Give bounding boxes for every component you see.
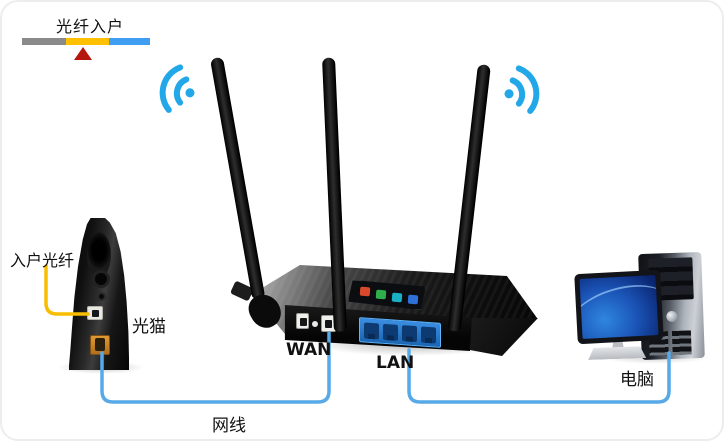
screen-app-icon-green: [375, 289, 387, 300]
wifi-signal-icon: [504, 65, 540, 114]
monitor-stand-neck: [612, 340, 624, 349]
tower-power-button: [666, 310, 678, 323]
modem-fiber-port: [87, 306, 103, 320]
monitor-screen: [579, 275, 659, 339]
router-aux-port-inner: [300, 318, 307, 326]
fiber-bar-segment-blue: [109, 38, 150, 45]
fiber-bar-segment-yellow: [66, 38, 109, 45]
router-antenna-left: [210, 56, 266, 300]
lan-label: LAN: [376, 353, 415, 373]
screen-app-icon-blue: [407, 294, 419, 305]
incoming-fiber-label: 入户光纤: [10, 251, 75, 270]
computer-label: 电脑: [620, 370, 654, 390]
ethernet-cable-label: 网线: [212, 416, 246, 436]
wifi-dot: [185, 88, 195, 98]
router-aux-port: [296, 313, 309, 329]
screen-app-icon-teal: [391, 292, 403, 303]
tower-vents-right: [671, 330, 692, 355]
fiber-entry-legend-title: 光纤入户: [56, 17, 125, 36]
wifi-arc-outer: [159, 64, 184, 113]
modem-fiber-port-inner: [92, 310, 99, 317]
entry-marker-triangle-icon: [74, 47, 92, 60]
modem-ethernet-port-inner: [95, 338, 105, 351]
computer-monitor: [574, 269, 664, 345]
wifi-arc-outer: [515, 65, 540, 114]
lan-port-2: [383, 323, 398, 341]
lan-port-4: [421, 326, 436, 344]
wifi-arc-inner: [509, 77, 526, 107]
wifi-dot: [504, 89, 514, 99]
wan-port-inner: [325, 320, 332, 328]
wifi-arc-inner: [173, 76, 190, 106]
wan-label: WAN: [286, 340, 332, 360]
modem-label: 光猫: [132, 317, 166, 337]
modem-power-port: [92, 270, 110, 288]
modem-connector: [97, 292, 106, 301]
modem-ethernet-port: [90, 335, 110, 355]
router-reset-button: [312, 321, 318, 327]
lan-port-3: [402, 325, 417, 343]
monitor-stand-base: [588, 346, 646, 360]
screen-app-icon-red: [359, 286, 371, 297]
fiber-bar-segment-gray: [22, 38, 66, 45]
lan-port-1: [364, 322, 379, 340]
fiber-legend-bar: [22, 38, 150, 45]
wifi-signal-icon: [159, 64, 195, 113]
desktop-computer: [574, 248, 722, 390]
optical-modem: [69, 218, 129, 370]
